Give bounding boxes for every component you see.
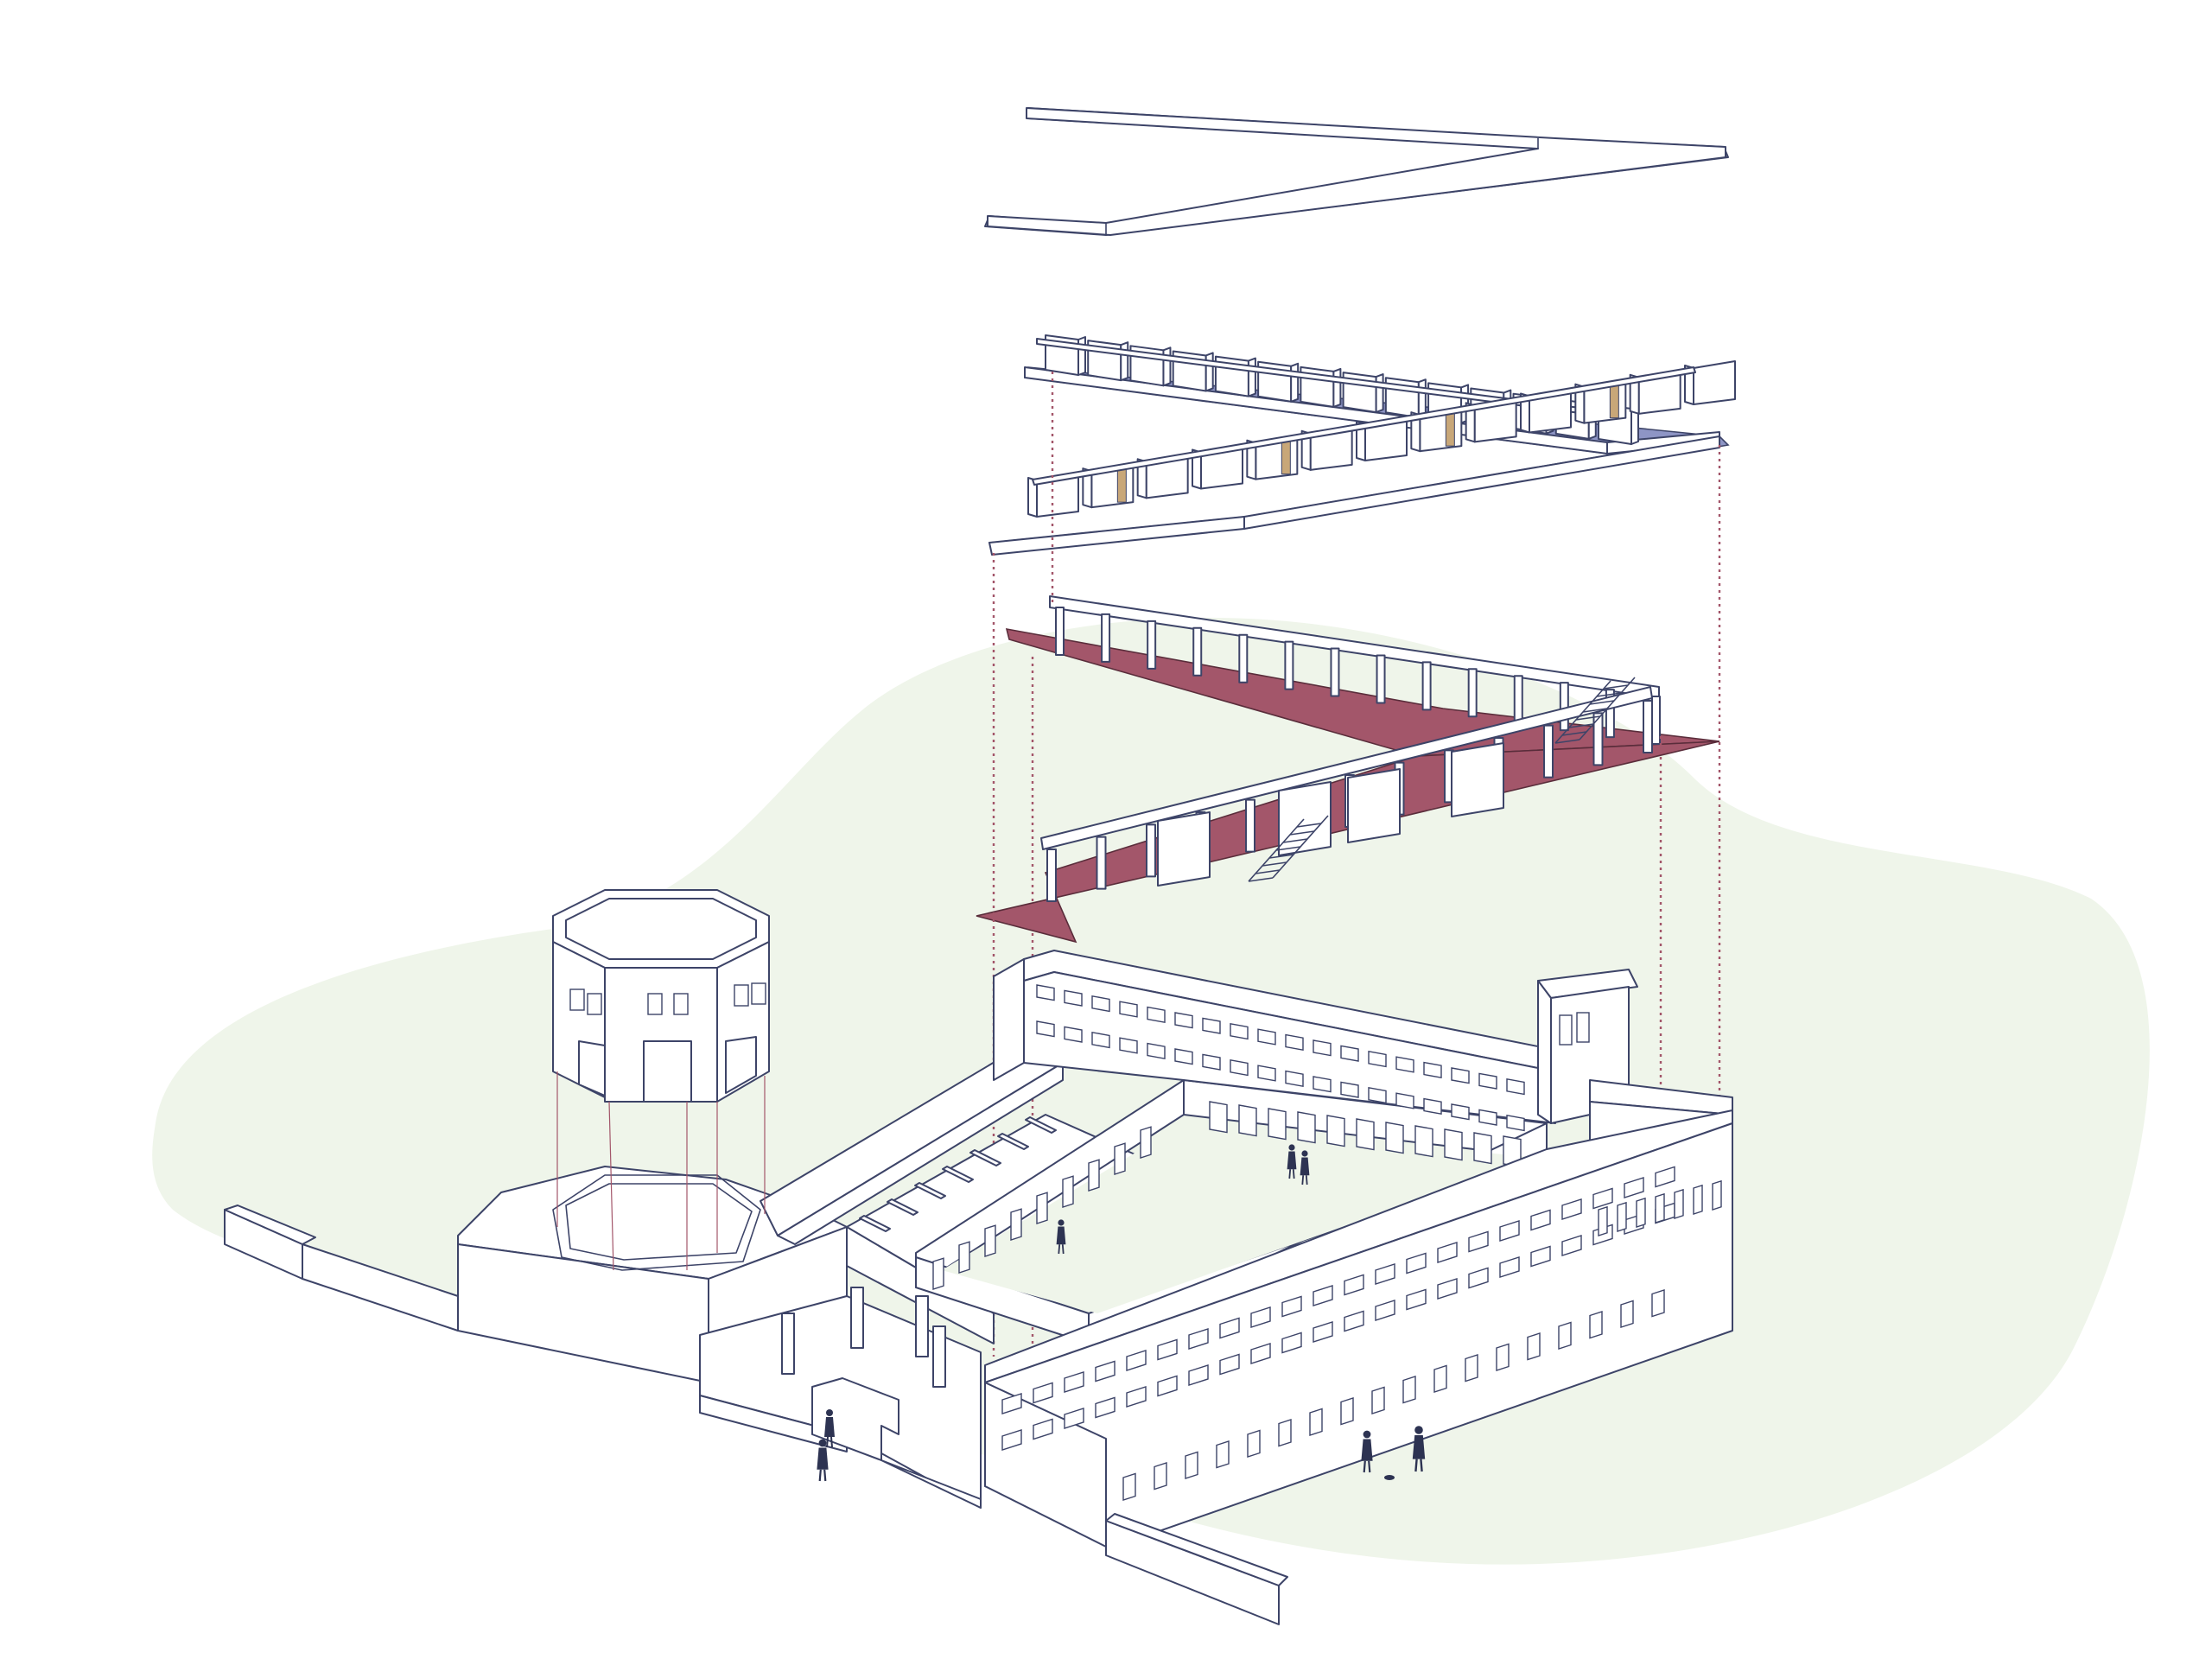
upper-floor-rooms: [988, 334, 1736, 556]
octagonal-tower: [552, 889, 770, 1271]
lower-floor-colonnade: [976, 595, 1720, 944]
roof-slab: [984, 107, 1729, 236]
people-figures: [817, 1144, 1426, 1482]
base-building-courtyard: [224, 950, 1733, 1625]
